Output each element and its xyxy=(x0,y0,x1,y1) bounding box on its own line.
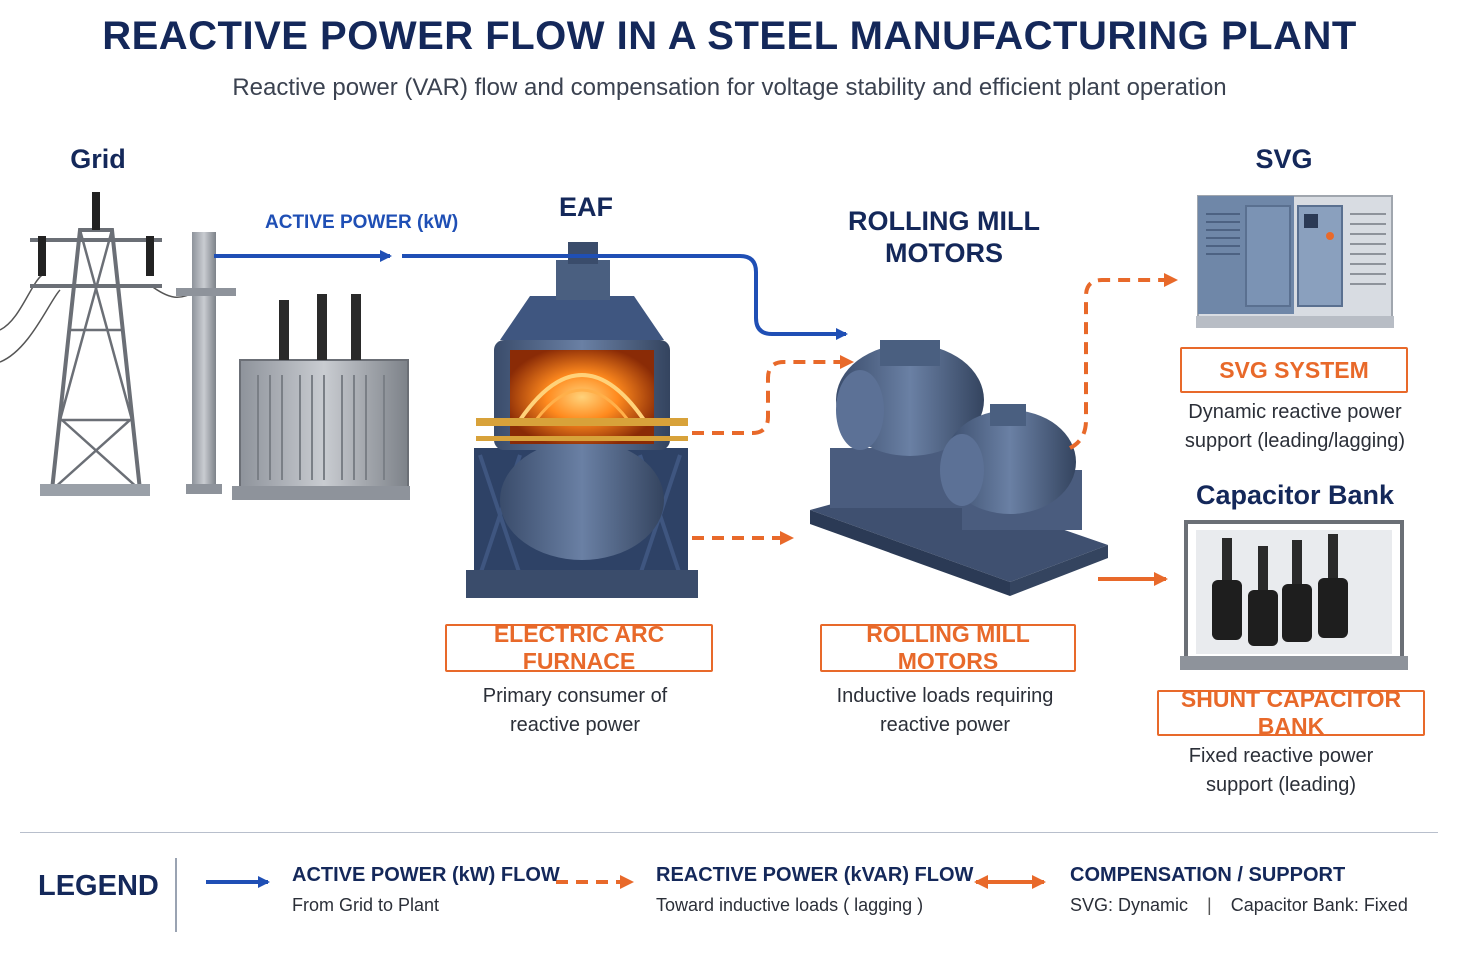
eaf-description: Primary consumer of reactive power xyxy=(430,682,720,740)
legend-item-sub: From Grid to Plant xyxy=(292,895,440,915)
reactive-power-arrow-upper xyxy=(692,355,854,435)
legend-item-sub: Toward inductive loads ( lagging ) xyxy=(656,895,924,915)
page-title: REACTIVE POWER FLOW IN A STEEL MANUFACTU… xyxy=(102,14,1357,58)
svg-description-line1: Dynamic reactive power xyxy=(1188,401,1402,423)
legend-item-compensation: COMPENSATION / SUPPORT SVG: Dynamic | Ca… xyxy=(1070,864,1408,916)
svg-label: SVG xyxy=(1255,144,1313,174)
eaf-description-line1: Primary consumer of xyxy=(482,685,668,707)
legend-item-heading: REACTIVE POWER (kVAR) FLOW xyxy=(656,864,974,886)
transformer-icon xyxy=(232,294,410,500)
capacitor-bank-label: Capacitor Bank xyxy=(1195,480,1395,510)
grid-label: Grid xyxy=(70,144,126,174)
legend-sub-svg: SVG: Dynamic xyxy=(1070,895,1189,915)
active-power-flow-label: ACTIVE POWER (kW) xyxy=(265,212,459,233)
eaf-label: EAF xyxy=(559,192,613,222)
utility-pole-icon xyxy=(176,232,236,494)
legend-sub-divider: | xyxy=(1207,895,1212,915)
shunt-capacitor-bank-box: SHUNT CAPACITOR BANK xyxy=(1157,686,1425,739)
eaf-description-line2: reactive power xyxy=(509,714,641,736)
reactive-power-arrow-to-svg xyxy=(1069,273,1178,450)
legend-divider xyxy=(20,832,1438,833)
svg-description-line2: support (leading/lagging) xyxy=(1184,430,1406,452)
active-power-arrow-2 xyxy=(402,254,848,340)
legend-item-active: ACTIVE POWER (kW) FLOW From Grid to Plan… xyxy=(292,864,560,916)
legend-item-reactive: REACTIVE POWER (kVAR) FLOW Toward induct… xyxy=(656,864,973,916)
transmission-tower-icon xyxy=(0,192,196,496)
svg-cabinet-icon xyxy=(1196,195,1394,328)
legend-item-heading: COMPENSATION / SUPPORT xyxy=(1070,864,1346,886)
svg-description: Dynamic reactive power support (leading/… xyxy=(1150,398,1440,456)
legend-item-sub: SVG: Dynamic | Capacitor Bank: Fixed xyxy=(1070,895,1408,916)
rolling-mill-motors-icon xyxy=(810,340,1108,596)
eaf-box: ELECTRIC ARC FURNACE xyxy=(445,621,713,674)
rolling-mill-description-line1: Inductive loads requiring xyxy=(836,685,1054,707)
rolling-mill-description: Inductive loads requiring reactive power xyxy=(800,682,1090,740)
capacitor-bank-description: Fixed reactive power support (leading) xyxy=(1136,742,1426,800)
rolling-mill-label-line1: ROLLING MILL xyxy=(848,206,1040,236)
legend-title: LEGEND xyxy=(38,870,159,902)
capacitor-bank-description-line1: Fixed reactive power xyxy=(1188,745,1374,767)
legend-sub-capacitor: Capacitor Bank: Fixed xyxy=(1230,895,1408,915)
capacitor-bank-description-line2: support (leading) xyxy=(1205,774,1357,796)
rolling-mill-description-line2: reactive power xyxy=(879,714,1011,736)
rolling-mill-box: ROLLING MILL MOTORS xyxy=(820,621,1076,674)
rolling-mill-label-line2: MOTORS xyxy=(884,238,1003,268)
legend-item-heading: ACTIVE POWER (kW) FLOW xyxy=(292,864,560,886)
electric-arc-furnace-icon xyxy=(466,242,698,598)
svg-system-box: SVG SYSTEM xyxy=(1180,347,1408,393)
legend-separator xyxy=(175,858,177,932)
page-subtitle: Reactive power (VAR) flow and compensati… xyxy=(232,74,1227,101)
capacitor-bank-icon xyxy=(1180,520,1408,670)
